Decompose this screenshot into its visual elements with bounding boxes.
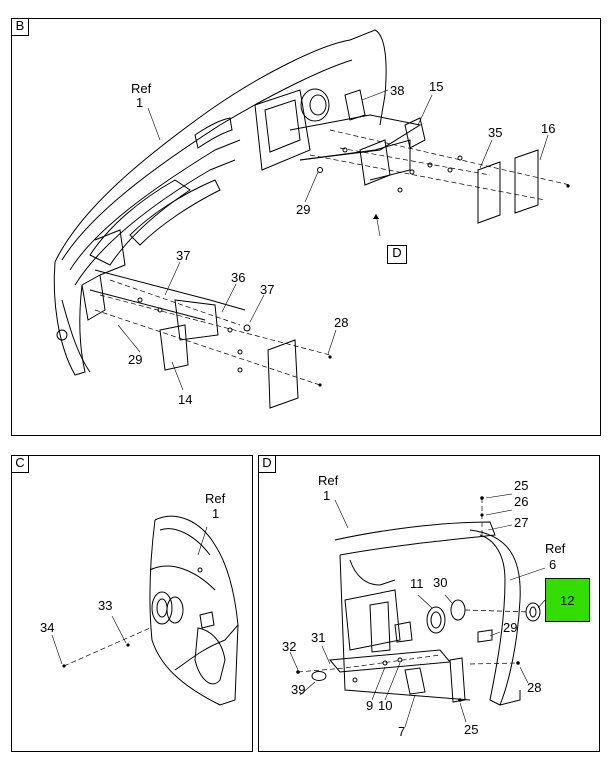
label-b-15: 15 <box>429 79 443 94</box>
label-b-16: 16 <box>541 121 555 136</box>
label-d-10: 10 <box>378 698 392 713</box>
label-b-37-left: 37 <box>176 248 190 263</box>
label-d-39: 39 <box>291 682 305 697</box>
label-c-33: 33 <box>98 598 112 613</box>
label-b-38: 38 <box>390 83 404 98</box>
label-b-37-right: 37 <box>260 282 274 297</box>
label-b-ref: Ref <box>131 81 152 96</box>
bumper-end-drawing <box>51 515 239 706</box>
panel-c-tag: C <box>11 455 29 473</box>
bumper-assembly-drawing <box>53 29 571 409</box>
label-d-6: 6 <box>549 557 556 572</box>
label-d-9: 9 <box>366 698 373 713</box>
panel-c <box>11 455 253 752</box>
label-d-31: 31 <box>311 630 325 645</box>
panel-d <box>258 455 600 752</box>
label-d-29: 29 <box>503 620 517 635</box>
view-d-drawing <box>289 493 546 728</box>
label-c-1: 1 <box>212 506 219 521</box>
label-d-ref-6: Ref <box>545 541 566 556</box>
panel-d-tag: D <box>258 455 276 473</box>
label-d-27: 27 <box>514 515 528 530</box>
label-d-30: 30 <box>433 575 447 590</box>
label-d-25-bottom: 25 <box>464 722 478 737</box>
label-d-11: 11 <box>410 576 424 591</box>
label-b-36: 36 <box>231 270 245 285</box>
label-d-26: 26 <box>514 494 528 509</box>
label-b-1: 1 <box>136 95 143 110</box>
label-d-28: 28 <box>527 680 541 695</box>
part-12-label: 12 <box>560 593 575 608</box>
label-d-25-top: 25 <box>514 478 528 493</box>
label-b-35: 35 <box>488 125 502 140</box>
part-12-highlight[interactable]: 12 <box>545 578 590 622</box>
label-d-ref: Ref <box>318 473 339 488</box>
label-d-1: 1 <box>323 488 330 503</box>
label-d-32: 32 <box>282 639 296 654</box>
label-d-7: 7 <box>398 724 405 739</box>
label-b-29-top: 29 <box>296 202 310 217</box>
panel-b-tag: B <box>11 18 29 36</box>
label-b-29-bottom: 29 <box>128 352 142 367</box>
label-b-28: 28 <box>334 315 348 330</box>
label-b-14: 14 <box>178 392 192 407</box>
label-c-ref: Ref <box>205 491 226 506</box>
view-d-callout: D <box>387 245 407 264</box>
panel-b <box>11 18 601 436</box>
label-c-34: 34 <box>40 620 54 635</box>
